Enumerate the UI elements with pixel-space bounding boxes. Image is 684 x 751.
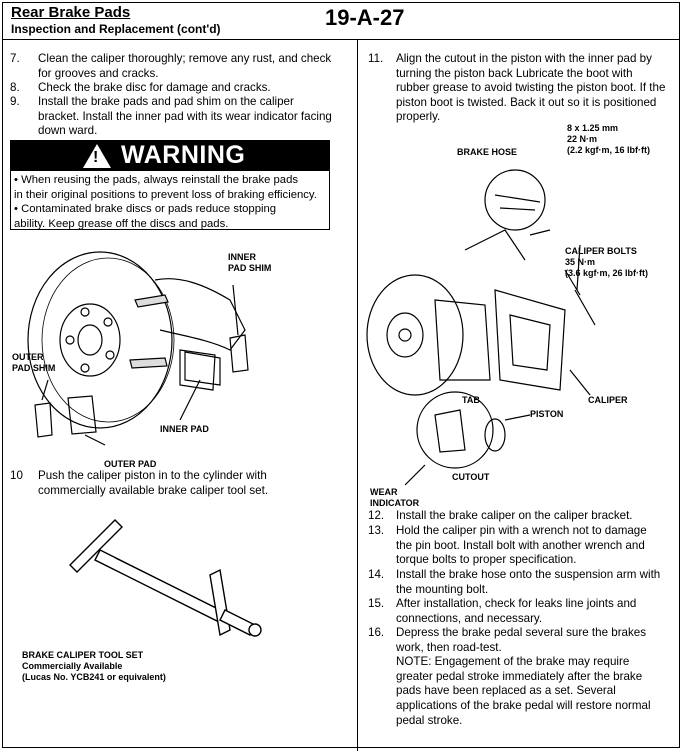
caliper-label: CALIPER [588,395,628,405]
warning-triangle-icon [83,144,111,168]
label-line: INDICATOR [370,498,420,508]
tool-caption-line: Commercially Available [22,661,123,671]
step-number: 15. [368,597,385,610]
step-number: 13. [368,524,385,537]
step-line: Install the brake caliper on the caliper… [396,509,633,522]
step-number: 8. [10,81,20,94]
step-line: connections, and necessary. [396,611,543,625]
step-number: 16. [368,626,385,639]
step-note-line: pads have been replaced as a set. Severa… [396,684,616,698]
label-line: 22 N·m [567,134,598,144]
warning-body: • When reusing the pads, always reinstal… [11,171,329,233]
hose-bolt-spec-label: 8 x 1.25 mm 22 N·m (2.2 kgf·m, 16 lbf·ft… [567,123,650,156]
step-number: 10 [10,469,23,482]
page-title: Rear Brake Pads [11,4,131,21]
step-line: Align the cutout in the piston with the … [396,52,652,65]
step-number: 11. [368,52,384,65]
exclamation-icon: ! [93,149,99,166]
step-note-line: greater pedal stroke immediately after t… [396,669,643,683]
step-line: turning the piston back Lubricate the bo… [396,66,633,80]
outer-pad-label: OUTER PAD [104,459,157,469]
inner-pad-label: INNER PAD [160,424,209,434]
step-line: properly. [396,110,441,124]
brake-hose-label: BRAKE HOSE [457,147,518,157]
warning-line: • When reusing the pads, always reinstal… [14,174,299,186]
step-line: torque bolts to proper specification. [396,553,577,567]
warning-line: in their original positions to prevent l… [14,188,317,201]
cutout-label: CUTOUT [452,472,490,482]
step-line: Hold the caliper pin with a wrench not t… [396,524,647,537]
label-line: 8 x 1.25 mm [567,123,619,133]
step-note-line: applications of the brake pedal will res… [396,698,651,712]
label-line: WEAR [370,487,398,497]
step-line: Install the brake pads and pad shim on t… [38,95,294,108]
label-line: CALIPER BOLTS [565,246,637,256]
warning-line: • Contaminated brake discs or pads reduc… [14,203,277,215]
step-number: 12. [368,509,385,522]
step-line: the pin boot. Install bolt with another … [396,538,645,552]
header-rule [3,39,679,40]
step-line: After installation, check for leaks line… [396,597,637,610]
step-line: Push the caliper piston in to the cylind… [38,469,267,482]
label-line: PAD SHIM [12,363,56,373]
outer-pad-shim-label: OUTER PAD SHIM [12,352,55,374]
step-number: 9. [10,95,20,108]
tab-label: TAB [462,395,480,405]
tool-caption: BRAKE CALIPER TOOL SET Commercially Avai… [22,650,166,683]
step-line: for grooves and cracks. [38,66,159,80]
wear-indicator-label: WEAR INDICATOR [370,487,419,509]
step-line: commercially available brake caliper too… [38,483,269,497]
step-line: the mounting bolt. [396,582,489,596]
step-note-line: pedal stroke. [396,713,463,727]
step-note-line: NOTE: Engagement of the brake may requir… [396,655,630,669]
step-line: rubber grease to avoid twisting the pist… [396,81,666,95]
page-code: 19-A-27 [325,5,405,30]
tool-caption-line: BRAKE CALIPER TOOL SET [22,650,144,660]
step-line: Depress the brake pedal several sure the… [396,626,647,639]
label-line: (3.6 kgf·m, 26 lbf·ft) [565,268,649,278]
label-line: PAD SHIM [228,263,272,273]
warning-title: WARNING [121,141,246,169]
step-number: 7. [10,52,20,65]
tool-caption-line: (Lucas No. YCB241 or equivalent) [22,672,166,682]
label-line: INNER [228,252,257,262]
header: Rear Brake Pads Inspection and Replaceme… [3,3,303,39]
warning-line: ability. Keep grease off the discs and p… [14,217,229,230]
step-line: Clean the caliper thoroughly; remove any… [38,52,332,65]
step-line: work, then road-test. [396,640,502,654]
warning-box: ! WARNING • When reusing the pads, alway… [10,140,330,230]
inner-pad-shim-label: INNER PAD SHIM [228,252,271,274]
step-line: piston boot is twisted. Back it out so i… [396,95,657,109]
caliper-tool-illustration [69,519,262,637]
step-number: 14. [368,568,385,581]
step-line: down ward. [38,124,98,138]
label-line: OUTER [12,352,44,362]
label-line: 35 N·m [565,257,596,267]
brake-disc-illustration [27,251,249,446]
column-divider [357,39,358,751]
page-subtitle: Inspection and Replacement (cont'd) [11,22,221,36]
label-line: (2.2 kgf·m, 16 lbf·ft) [567,145,651,155]
caliper-bolts-label: CALIPER BOLTS 35 N·m (3.6 kgf·m, 26 lbf·… [565,246,648,279]
step-line: bracket. Install the inner pad with its … [38,109,332,123]
piston-label: PISTON [530,409,564,419]
caliper-install-illustration [366,169,596,486]
warning-header: ! WARNING [11,141,329,171]
step-line: Check the brake disc for damage and crac… [38,81,271,94]
step-line: Install the brake hose onto the suspensi… [396,568,661,581]
